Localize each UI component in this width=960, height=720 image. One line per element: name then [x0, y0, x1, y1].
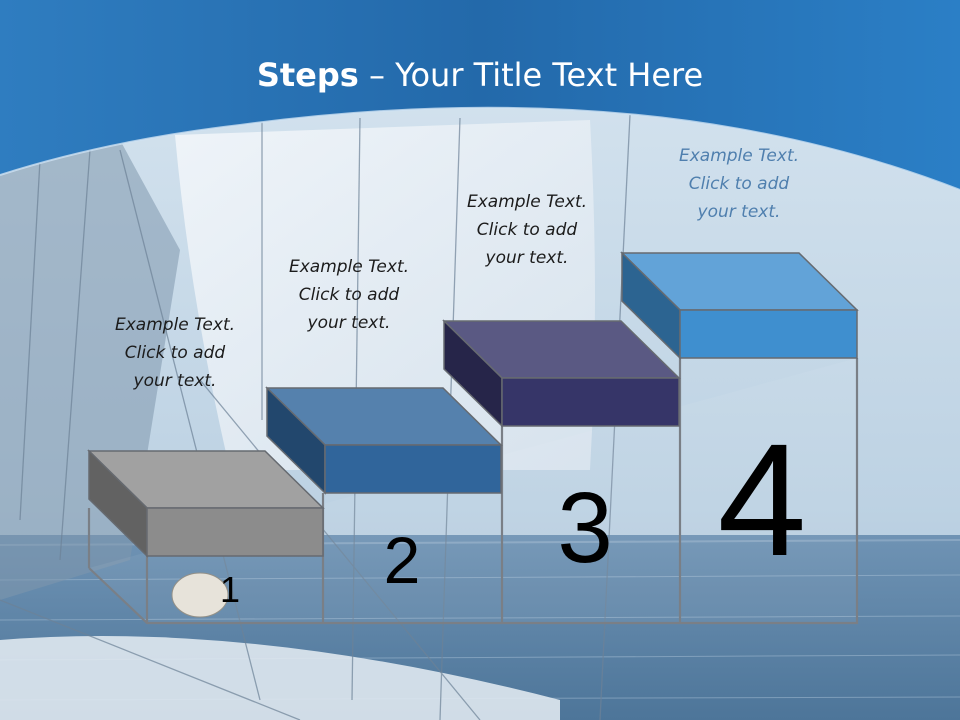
- step-3-front-face: [501, 377, 680, 427]
- step-1-caption-line: your text.: [133, 371, 217, 391]
- step-3-caption-line: Example Text.: [466, 192, 588, 212]
- step-1-block: [87, 449, 325, 558]
- title-bold: Steps: [256, 56, 359, 94]
- steps-layer: [87, 251, 859, 625]
- step-1-caption-line: Example Text.: [114, 315, 236, 335]
- page-title: Steps – Your Title Text Here: [0, 52, 960, 98]
- step-3-number: 3: [557, 472, 613, 584]
- fender-buoy: [171, 572, 229, 618]
- title-rest: – Your Title Text Here: [358, 56, 704, 94]
- step-2-caption-line: your text.: [307, 313, 391, 333]
- step-4-caption-line: Click to add: [688, 174, 790, 194]
- header-band: [0, 0, 960, 190]
- step-2-caption-line: Click to add: [298, 285, 400, 305]
- step-3-caption-line: Click to add: [476, 220, 578, 240]
- step-3-block: [442, 319, 681, 428]
- step-4-caption-line: your text.: [697, 202, 781, 222]
- step-2-front-face: [324, 444, 502, 494]
- step-2-caption[interactable]: Example Text. Click to add your text.: [259, 253, 439, 337]
- step-1-front-face: [146, 507, 324, 557]
- step-4-caption[interactable]: Example Text. Click to add your text.: [649, 142, 829, 226]
- step-2-block: [265, 386, 503, 495]
- step-3-caption-line: your text.: [485, 248, 569, 268]
- step-1-caption[interactable]: Example Text. Click to add your text.: [85, 311, 265, 395]
- step-4-front-face: [679, 309, 858, 359]
- step-2-number: 2: [383, 523, 421, 597]
- step-1-number: 1: [219, 569, 241, 610]
- step-4-number: 4: [717, 410, 807, 589]
- step-2-caption-line: Example Text.: [288, 257, 410, 277]
- step-4-caption-line: Example Text.: [678, 146, 800, 166]
- step-3-caption[interactable]: Example Text. Click to add your text.: [437, 188, 617, 272]
- step-4-block: [620, 251, 859, 360]
- step-1-caption-line: Click to add: [124, 343, 226, 363]
- boat-deck: [0, 636, 560, 720]
